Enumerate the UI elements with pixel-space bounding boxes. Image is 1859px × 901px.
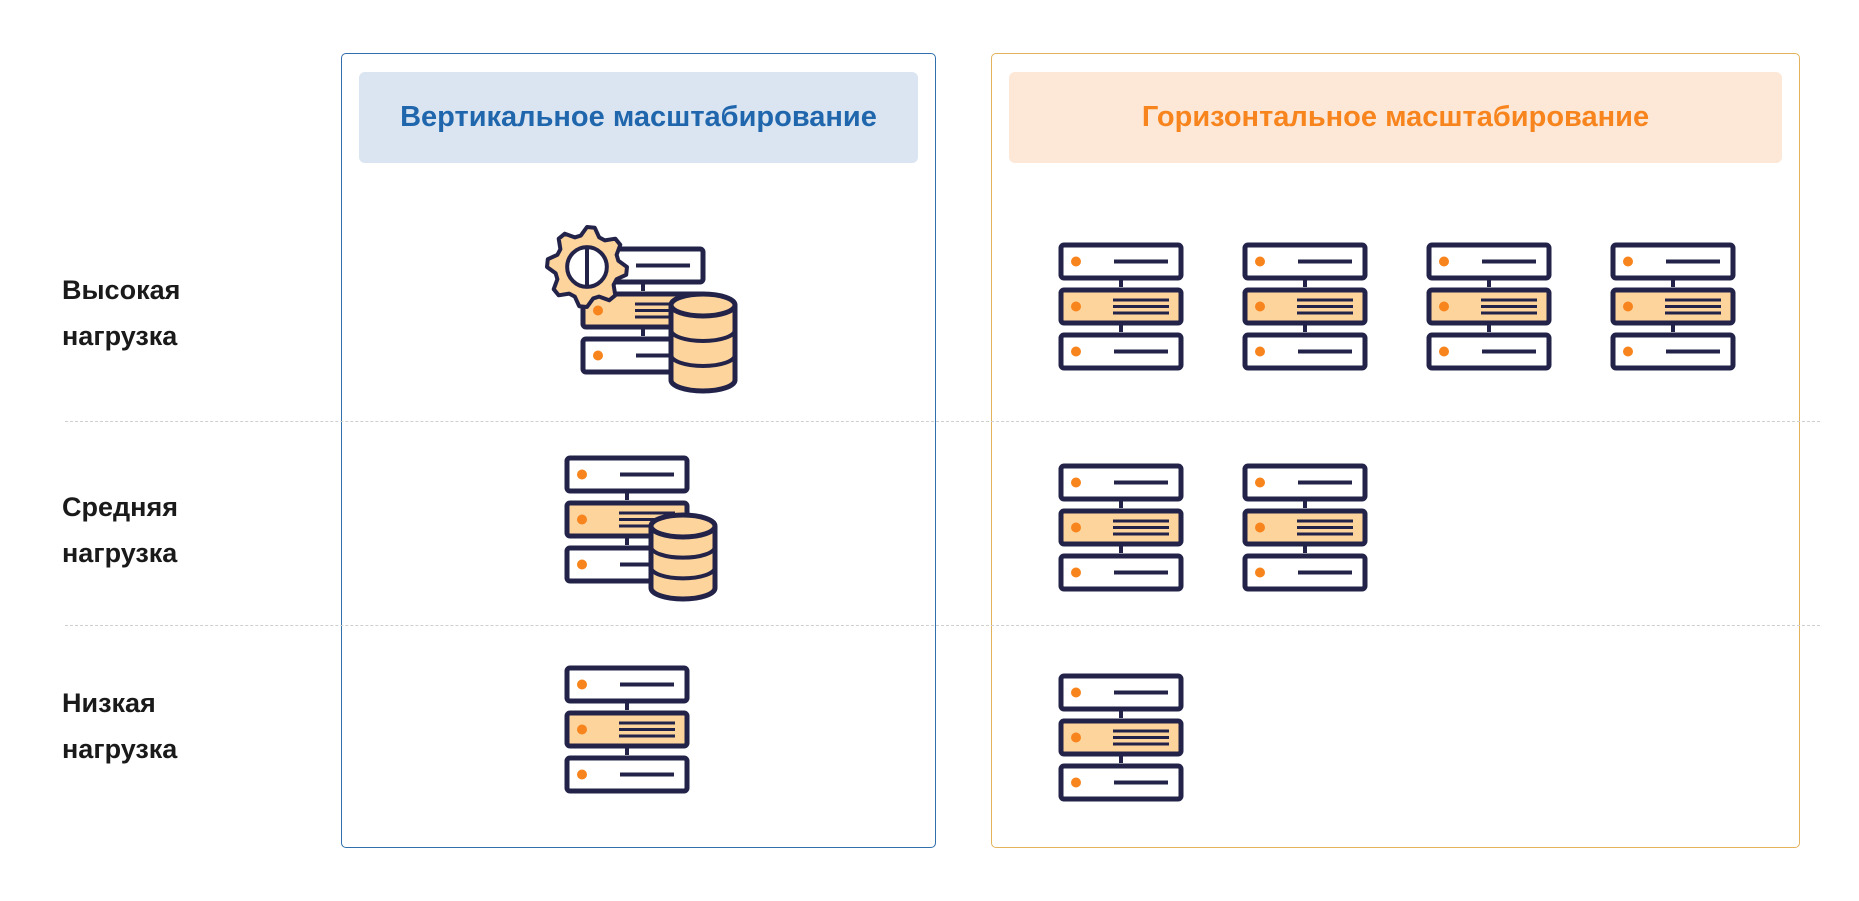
server-rack-icon [1058,463,1184,592]
row-label-line: нагрузка [62,538,178,568]
row-label-line: нагрузка [62,321,178,351]
row-label-high-load: Высокая нагрузка [62,267,252,359]
server-rack-icon [1058,673,1184,802]
horizontal-scaling-panel: Горизонтальное масштабирование [991,53,1800,848]
server-database-gear-icon [545,225,738,394]
horizontal-scaling-header: Горизонтальное масштабирование [1009,72,1782,163]
server-rack-icon [1610,242,1736,371]
vertical-scaling-header: Вертикальное масштабирование [359,72,918,163]
server-rack-icon [1058,242,1184,371]
server-rack-icon [1426,242,1552,371]
row-label-line: нагрузка [62,734,178,764]
row-label-medium-load: Средняя нагрузка [62,484,252,576]
row-divider [65,625,1820,626]
vertical-scaling-panel: Вертикальное масштабирование [341,53,936,848]
row-label-line: Низкая [62,688,156,718]
row-divider [65,421,1820,422]
server-rack-icon [1242,242,1368,371]
row-label-line: Средняя [62,492,178,522]
server-rack-icon [1242,463,1368,592]
row-label-low-load: Низкая нагрузка [62,680,252,772]
server-rack-icon [564,665,690,794]
server-database-icon [564,455,718,602]
row-label-line: Высокая [62,275,181,305]
